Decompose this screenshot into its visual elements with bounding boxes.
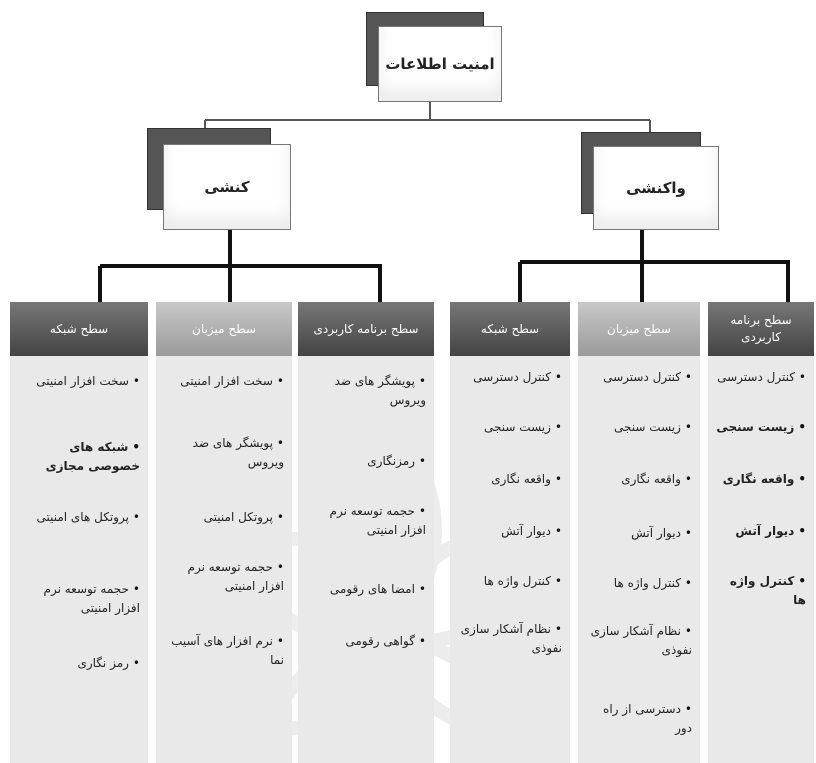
column-header: سطح برنامه کاربردی (708, 302, 814, 356)
list-item: •دسترسی از راه دور (603, 702, 692, 735)
list-item: •رمز نگاری (77, 656, 140, 670)
list-item: •نظام آشکار سازی نفوذی (460, 622, 562, 655)
column-header: سطح میزبان (156, 302, 292, 356)
list-item: •دیوار آتش (631, 526, 692, 540)
list-item: •امضا های رقومی (329, 582, 426, 596)
list-item: •گواهی رقومی (345, 634, 426, 648)
branch-reactive-label: واکنشی (626, 179, 686, 197)
branch-proactive-node: کنشی (163, 144, 291, 230)
column-application-proactive: سطح برنامه کاربردی •پویشگر های ضد ویروس … (298, 302, 434, 763)
column-header: سطح میزبان (578, 302, 700, 356)
list-item: •کنترل دسترسی (473, 370, 562, 384)
column-application-reactive: سطح برنامه کاربردی •کنترل دسترسی •زیست س… (708, 302, 814, 763)
column-header: سطح شبکه (450, 302, 570, 356)
list-item: •زیست سنجی (484, 420, 562, 434)
list-item: •نظام آشکار سازی نفوذی (590, 624, 692, 657)
column-host-reactive: سطح میزبان •کنترل دسترسی •زیست سنجی •واق… (578, 302, 700, 763)
root-node: امنیت اطلاعات (378, 26, 502, 102)
list-item: •حجمه توسعه نرم افزار امنیتی (329, 504, 426, 537)
branch-proactive-label: کنشی (204, 178, 250, 196)
list-item: •دیوار آتش (501, 524, 562, 538)
list-item: •پروتکل امنیتی (203, 510, 284, 524)
list-item: •زیست سنجی (614, 420, 692, 434)
column-network-proactive: سطح شبکه •سخت افزار امنیتی •شبکه های خصو… (10, 302, 148, 763)
list-item: •رمزنگاری (367, 454, 426, 468)
list-item: •نرم افزار های آسیب نما (171, 634, 284, 667)
list-item: •کنترل واژه ها (483, 574, 562, 588)
list-item: •سخت افزار امنیتی (180, 374, 284, 388)
list-item: •شبکه های خصوصی مجازی (45, 440, 140, 473)
list-item: •کنترل واژه ها (613, 576, 692, 590)
column-host-proactive: سطح میزبان •سخت افزار امنیتی •پویشگر های… (156, 302, 292, 763)
column-header: سطح برنامه کاربردی (298, 302, 434, 356)
list-item: •حجمه توسعه نرم افزار امنیتی (187, 560, 284, 593)
list-item: •کنترل دسترسی (603, 370, 692, 384)
list-item: •واقعه نگاری (621, 472, 692, 486)
branch-reactive-node: واکنشی (593, 146, 719, 230)
list-item: •کنترل دسترسی (717, 370, 806, 384)
column-header: سطح شبکه (10, 302, 148, 356)
list-item: •حجمه توسعه نرم افزار امنیتی (43, 582, 140, 615)
list-item: •پویشگر های ضد ویروس (334, 374, 426, 407)
list-item: •واقعه نگاری (722, 472, 806, 486)
list-item: •واقعه نگاری (491, 472, 562, 486)
column-network-reactive: سطح شبکه •کنترل دسترسی •زیست سنجی •واقعه… (450, 302, 570, 763)
list-item: •کنترل واژه ها (729, 574, 806, 607)
list-item: •پروتکل های امنیتی (36, 510, 140, 524)
list-item: •پویشگر های ضد ویروس (192, 436, 284, 469)
list-item: •دیوار آتش (735, 524, 806, 538)
root-node-label: امنیت اطلاعات (385, 55, 495, 73)
list-item: •سخت افزار امنیتی (36, 374, 140, 388)
list-item: •زیست سنجی (716, 420, 806, 434)
